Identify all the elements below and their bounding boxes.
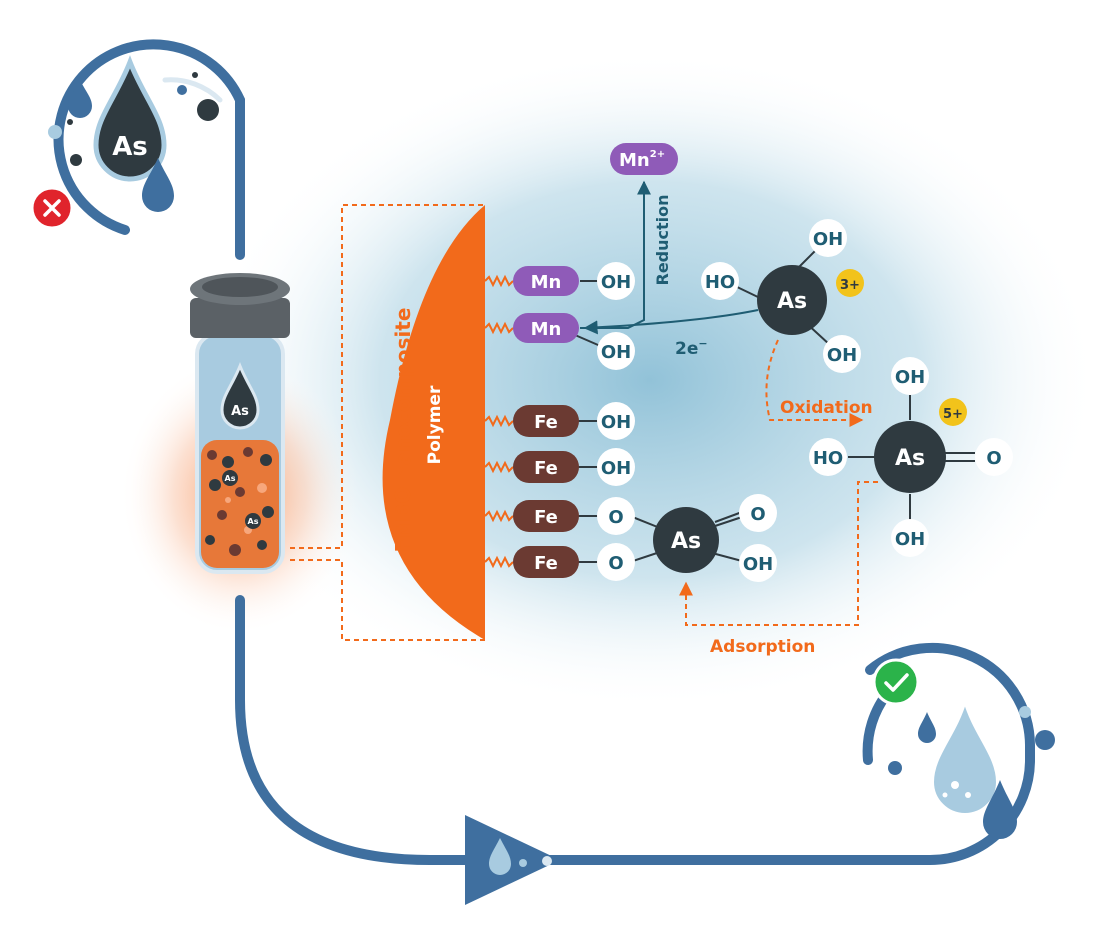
contaminated-drop-label: As <box>112 132 148 162</box>
site-ligand-label: O <box>608 553 623 574</box>
oxidation-label: Oxidation <box>780 398 873 418</box>
electron-label: 2e− <box>675 337 708 359</box>
mn-site: Mn OH <box>513 313 635 370</box>
site-ligand-label: OH <box>601 458 631 479</box>
vial-particle-label: As <box>225 474 236 483</box>
adsorbed-arsenic-complex: O O As O OH <box>597 494 777 582</box>
as3-charge-label: 3+ <box>840 278 860 293</box>
adsorption-path: Adsorption <box>679 481 878 657</box>
fe-site: Fe OH <box>513 402 635 440</box>
polymer-body <box>382 205 485 640</box>
composite-label: FMBO nanocomposite <box>391 308 415 553</box>
site-metal-label: Fe <box>534 553 558 574</box>
as3-left-label: HO <box>705 272 735 293</box>
check-icon <box>872 658 920 706</box>
arsenate-species: As OH HO O OH 5+ <box>809 357 1013 557</box>
as5-bottom-label: OH <box>895 529 925 550</box>
site-ligand-label: OH <box>601 342 631 363</box>
as5-left-label: HO <box>813 448 843 469</box>
arsenite-species: As OH HO OH 3+ <box>701 219 864 373</box>
as3-bottom-label: OH <box>827 345 857 366</box>
as3-center-label: As <box>777 289 807 314</box>
site-ligand-label: OH <box>601 412 631 433</box>
adsorbed-center-label: As <box>671 529 701 554</box>
oxidation-path: Oxidation <box>765 339 873 427</box>
zoom-connector <box>290 204 485 641</box>
site-ligand-label: O <box>608 507 623 528</box>
linker-chains <box>484 274 514 569</box>
filter-vial: As As As <box>190 273 290 574</box>
vial-particle-label: As <box>248 517 259 526</box>
vial-drop-label: As <box>231 404 249 419</box>
reduction-path: Mn2+ Reduction 2e− <box>580 143 759 359</box>
site-metal-label: Mn <box>531 272 562 293</box>
adsorbed-bottom-label: OH <box>743 554 773 575</box>
as3-top-label: OH <box>813 229 843 250</box>
site-metal-label: Fe <box>534 412 558 433</box>
arsenic-water-drop-icon: As <box>48 55 219 212</box>
cross-icon <box>30 186 74 230</box>
as5-charge-label: 5+ <box>943 407 963 422</box>
adsorbed-top-label: O <box>750 504 765 525</box>
adsorption-label: Adsorption <box>710 637 815 657</box>
site-metal-label: Fe <box>534 507 558 528</box>
fe-site: Fe <box>513 500 600 532</box>
fe-site: Fe OH <box>513 448 635 486</box>
site-ligand-label: OH <box>601 272 631 293</box>
site-metal-label: Fe <box>534 458 558 479</box>
fe-site: Fe <box>513 546 600 578</box>
mn-site: Mn OH <box>513 262 635 300</box>
as5-center-label: As <box>895 446 925 471</box>
as5-right-label: O <box>986 448 1001 469</box>
clean-water-drop-icon <box>888 692 1055 839</box>
contaminated-water-loop <box>53 39 245 260</box>
polymer-label: Polymer <box>425 385 445 464</box>
mn2-product-label: Mn2+ <box>619 149 665 171</box>
reduction-label: Reduction <box>653 194 672 285</box>
nanocomposite-particles <box>205 447 274 556</box>
site-metal-label: Mn <box>531 319 562 340</box>
as5-top-label: OH <box>895 367 925 388</box>
